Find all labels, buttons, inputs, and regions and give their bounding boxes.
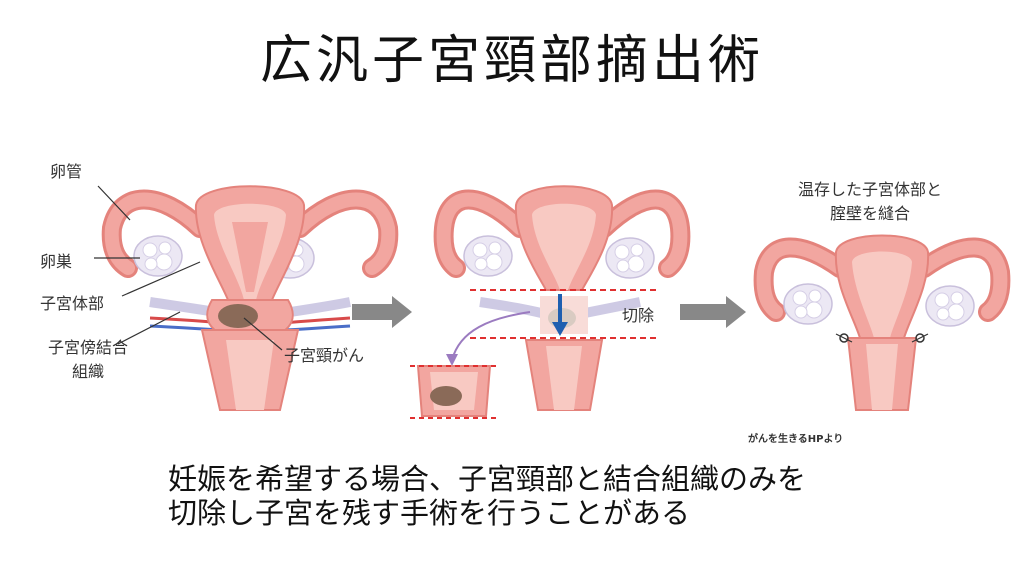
arrow-right-2 [680, 296, 746, 328]
label-ovary: 卵巣 [40, 252, 73, 271]
label-preserved-line1: 温存した子宮体部と [797, 180, 942, 199]
caption: 妊娠を希望する場合、子宮頸部と結合組織のみを 切除し子宮を残す手術を行うことがあ… [168, 462, 806, 530]
label-cervical-cancer: 子宮頸がん [284, 346, 365, 365]
caption-line1: 妊娠を希望する場合、子宮頸部と結合組織のみを [168, 462, 807, 496]
label-excision: 切除 [622, 306, 655, 325]
page-title: 広汎子宮頸部摘出術 [259, 31, 764, 91]
label-preserved-line2: 腟壁を縫合 [829, 204, 910, 223]
label-uterine-body: 子宮体部 [40, 294, 105, 313]
label-oviduct: 卵管 [50, 162, 83, 181]
source-credit: がんを生きるHPより [748, 434, 844, 445]
result-panel [753, 234, 1011, 411]
label-parametrium-line2: 組織 [71, 362, 104, 381]
excision-panel [410, 185, 691, 419]
anatomy-panel [94, 185, 399, 411]
label-preserved: 温存した子宮体部と 腟壁を縫合 [760, 178, 980, 226]
caption-line2: 切除し子宮を残す手術を行うことがある [168, 496, 691, 530]
label-parametrium: 子宮傍結合 組織 [40, 334, 136, 382]
label-parametrium-line1: 子宮傍結合 [47, 338, 128, 357]
arrow-right-1 [352, 296, 412, 328]
